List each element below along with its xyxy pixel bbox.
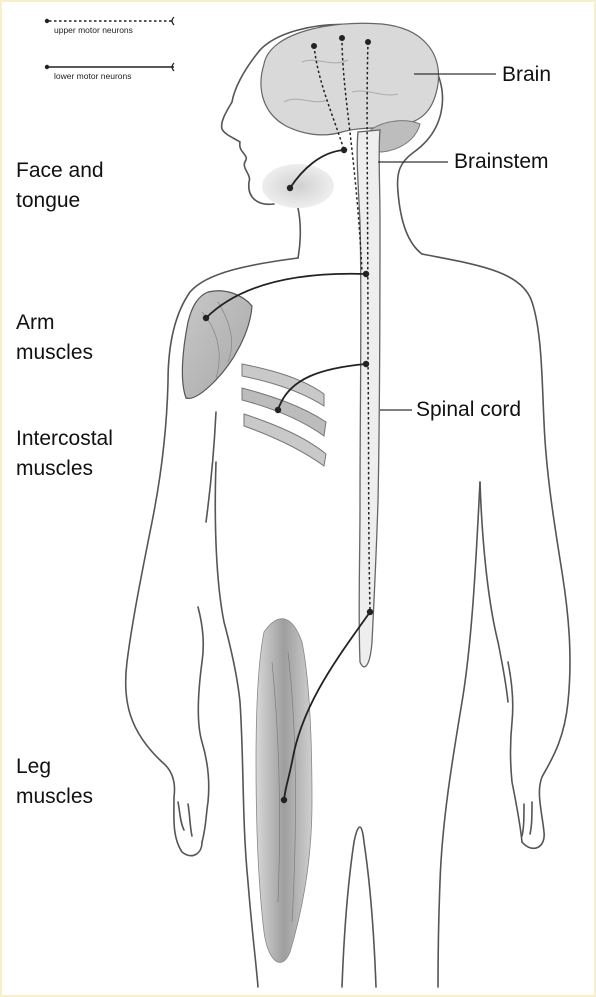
arm-label-line-2: muscles (16, 338, 93, 368)
arm-label-line-1: Arm (16, 308, 93, 338)
throat-region (262, 164, 334, 208)
intercostal-ribs (242, 364, 326, 466)
intercostal-label-line-1: Intercostal (16, 424, 113, 454)
leg-label-line-1: Leg (16, 752, 93, 782)
legend-lower-line (45, 63, 174, 71)
intercostal-muscles-label: Intercostal muscles (16, 424, 113, 484)
face-label-line-2: tongue (16, 186, 104, 216)
brain-label: Brain (502, 60, 551, 90)
leg-label-line-2: muscles (16, 782, 93, 812)
intercostal-label-line-2: muscles (16, 454, 113, 484)
brainstem-label: Brainstem (454, 147, 549, 177)
arm-muscle (182, 291, 252, 399)
right-shoulder (422, 254, 570, 848)
leg-muscles-label: Leg muscles (16, 752, 93, 812)
face-and-tongue-label: Face and tongue (16, 156, 104, 216)
face-label-line-1: Face and (16, 156, 104, 186)
legend-upper-label: upper motor neurons (54, 25, 133, 35)
spinal-cord-label: Spinal cord (416, 395, 521, 425)
legend-lower-label: lower motor neurons (54, 71, 131, 81)
arm-muscles-label: Arm muscles (16, 308, 93, 368)
legend-upper-line (45, 17, 174, 25)
leg-muscle (256, 619, 312, 963)
